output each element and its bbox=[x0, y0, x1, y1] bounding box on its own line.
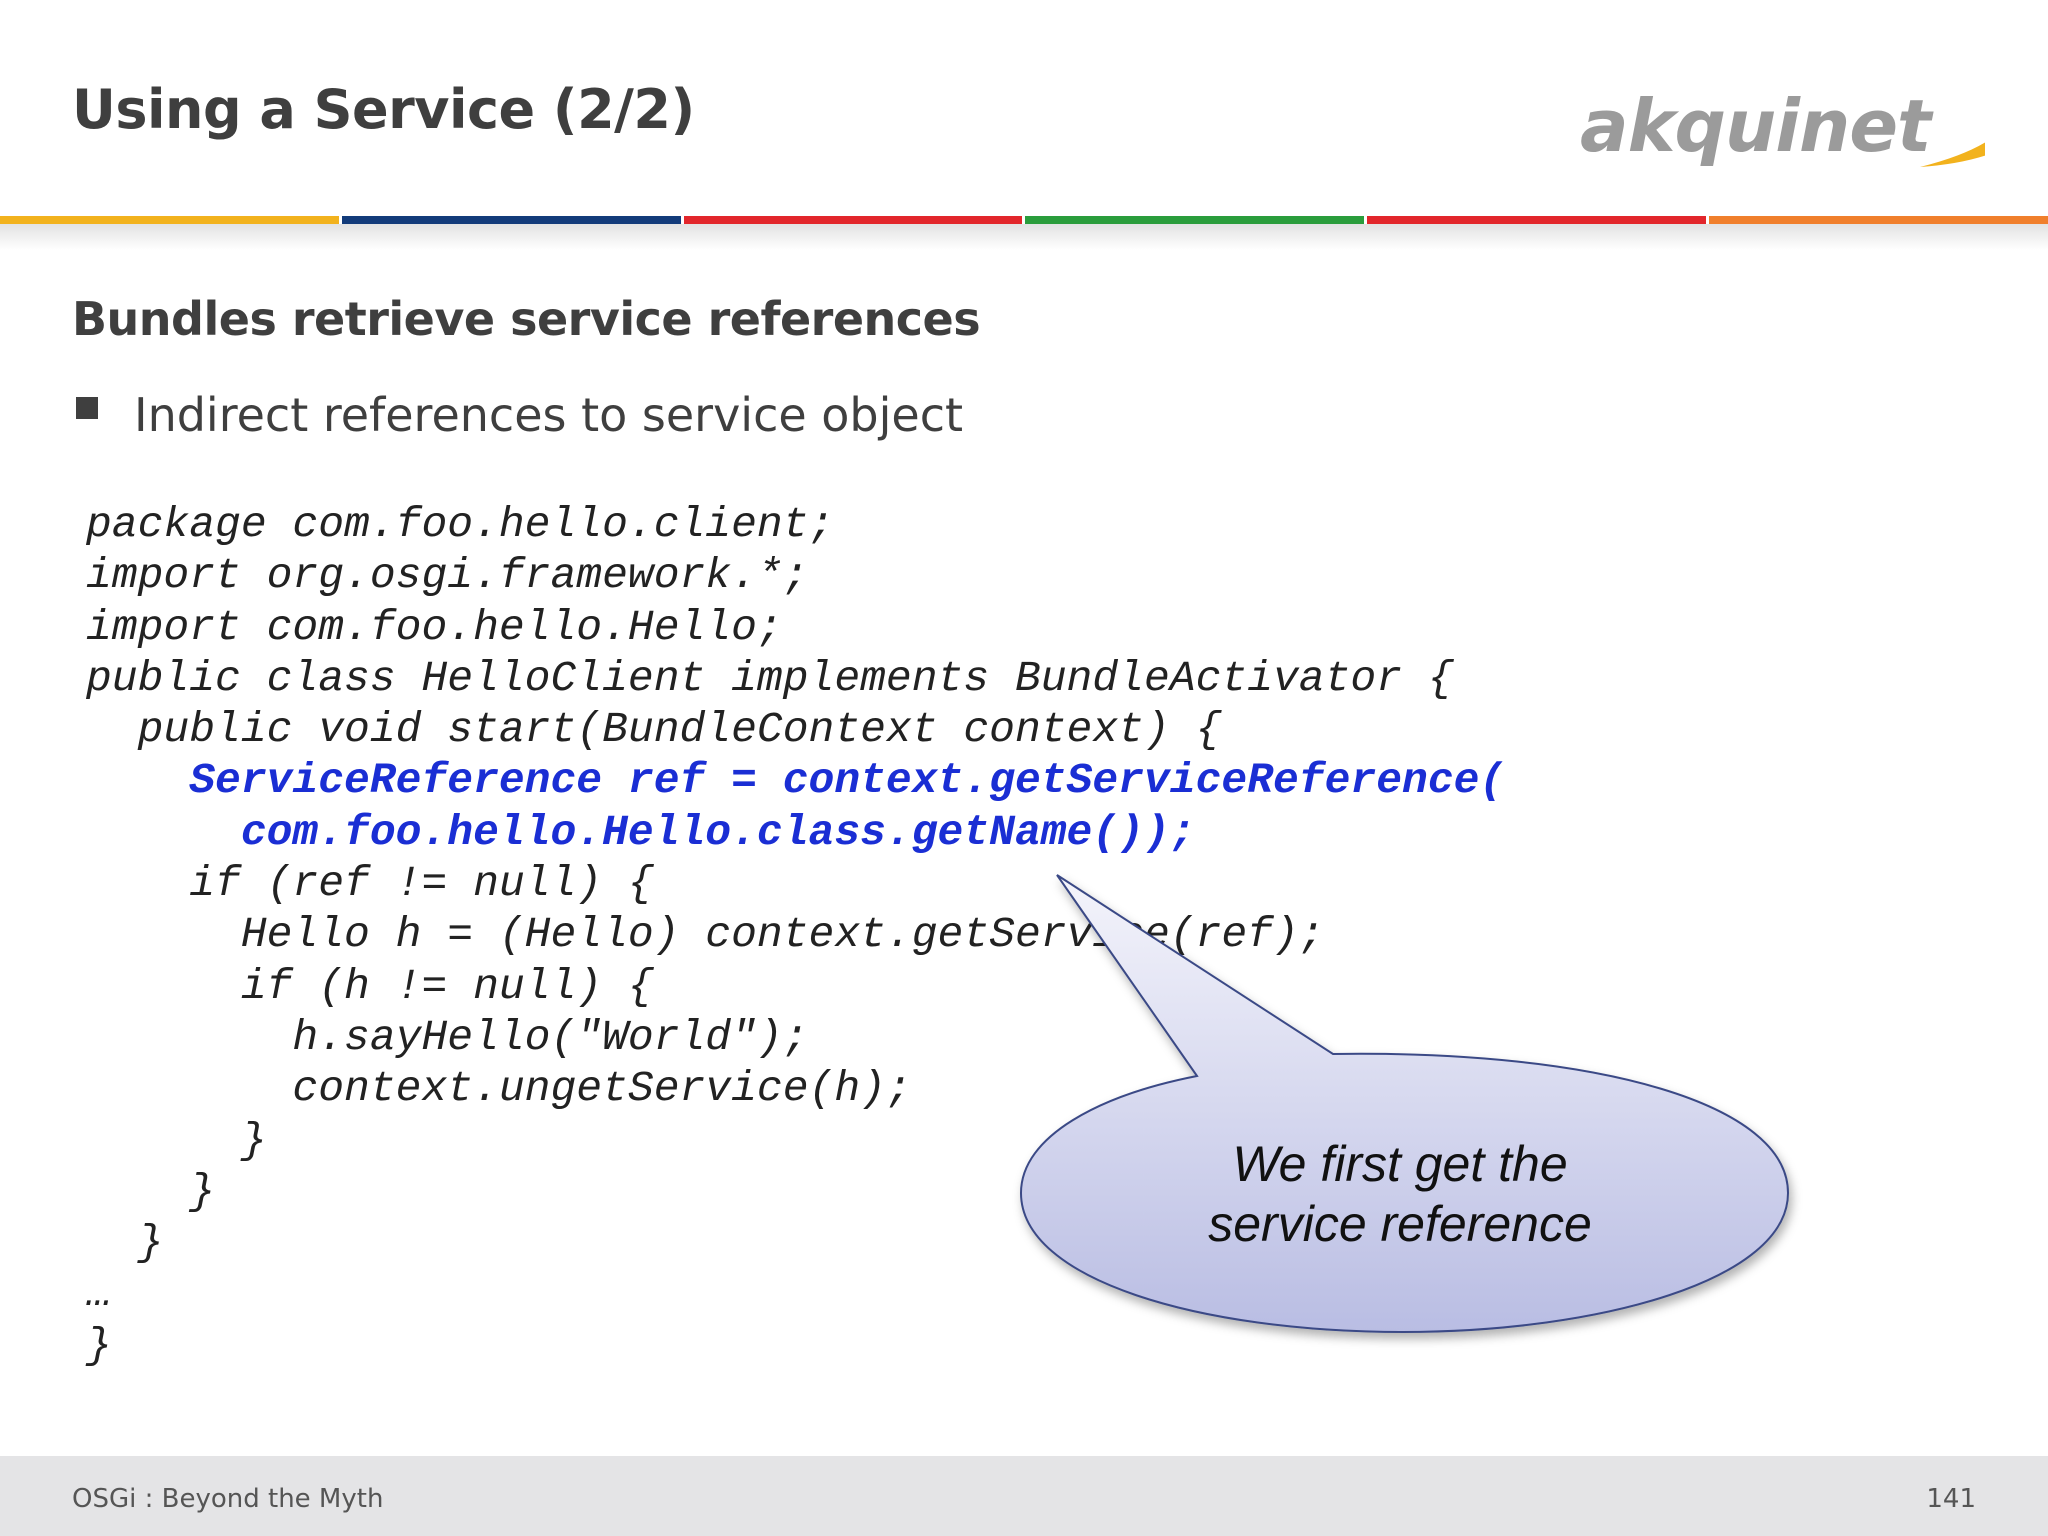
bullet-item: Indirect references to service object bbox=[76, 388, 963, 442]
code-line: } bbox=[86, 1218, 164, 1268]
logo-swoosh-icon bbox=[1920, 142, 1985, 167]
callout-line-1: We first get the bbox=[1232, 1136, 1568, 1192]
code-line: if (h != null) { bbox=[86, 961, 654, 1011]
code-line: h.sayHello("World"); bbox=[86, 1012, 809, 1062]
footer: OSGi : Beyond the Myth 141 bbox=[0, 1456, 2048, 1536]
stripe-segment bbox=[1709, 216, 2048, 224]
code-line: } bbox=[86, 1115, 267, 1165]
stripe-shadow bbox=[0, 224, 2048, 250]
speech-bubble bbox=[1019, 874, 1790, 1334]
code-line: } bbox=[86, 1320, 112, 1370]
page-number: 141 bbox=[1926, 1484, 1976, 1514]
code-line: import org.osgi.framework.*; bbox=[86, 551, 809, 601]
code-line: package com.foo.hello.client; bbox=[86, 500, 835, 549]
code-block: package com.foo.hello.client;import org.… bbox=[86, 499, 1505, 1371]
stripe-segment bbox=[1025, 216, 1365, 224]
code-line: … bbox=[86, 1269, 112, 1319]
bullet-square-icon bbox=[76, 397, 98, 419]
callout-line-2: service reference bbox=[1208, 1196, 1592, 1252]
code-line: context.ungetService(h); bbox=[86, 1064, 912, 1114]
slide-title: Using a Service (2/2) bbox=[72, 78, 695, 141]
color-stripe bbox=[0, 216, 2048, 224]
callout-text: We first get the service reference bbox=[1100, 1134, 1700, 1254]
akquinet-logo: akquinet bbox=[1575, 42, 1985, 172]
logo-text: akquinet bbox=[1580, 84, 1931, 168]
callout-shape bbox=[1019, 874, 1790, 1334]
stripe-segment bbox=[1367, 216, 1707, 224]
stripe-segment bbox=[341, 216, 681, 224]
stripe-segment bbox=[683, 216, 1023, 224]
code-line-highlighted: ServiceReference ref = context.getServic… bbox=[86, 756, 1506, 806]
section-heading: Bundles retrieve service references bbox=[72, 292, 981, 346]
footer-title: OSGi : Beyond the Myth bbox=[72, 1484, 384, 1514]
code-line: public void start(BundleContext context)… bbox=[86, 705, 1222, 755]
code-line-highlighted: com.foo.hello.Hello.class.getName()); bbox=[86, 807, 1196, 857]
code-line: public class HelloClient implements Bund… bbox=[86, 653, 1454, 703]
code-line: import com.foo.hello.Hello; bbox=[86, 602, 783, 652]
stripe-segment bbox=[0, 216, 339, 224]
bullet-text: Indirect references to service object bbox=[134, 388, 964, 442]
code-line: Hello h = (Hello) context.getService(ref… bbox=[86, 910, 1325, 960]
code-line: if (ref != null) { bbox=[86, 859, 654, 909]
code-line: } bbox=[86, 1166, 216, 1216]
